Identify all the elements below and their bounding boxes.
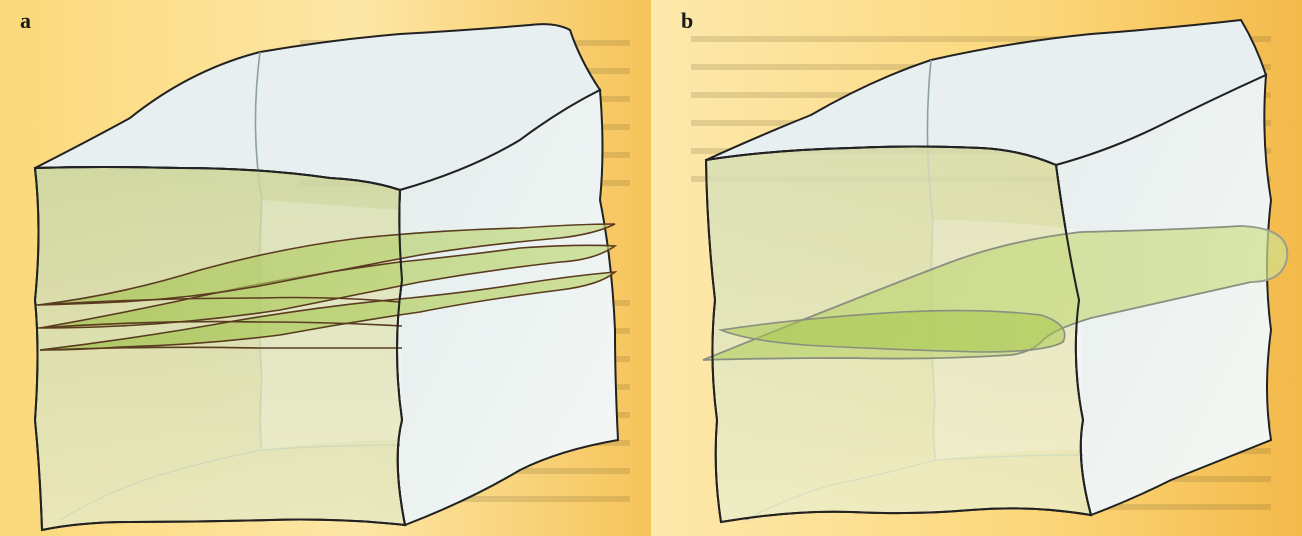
panel-a-label: a bbox=[20, 8, 31, 34]
panel-b-illustration bbox=[651, 0, 1302, 536]
panel-b-label: b bbox=[681, 8, 693, 34]
panel-b: b bbox=[651, 0, 1302, 536]
panel-a: a bbox=[0, 0, 651, 536]
panel-a-illustration bbox=[0, 0, 651, 536]
